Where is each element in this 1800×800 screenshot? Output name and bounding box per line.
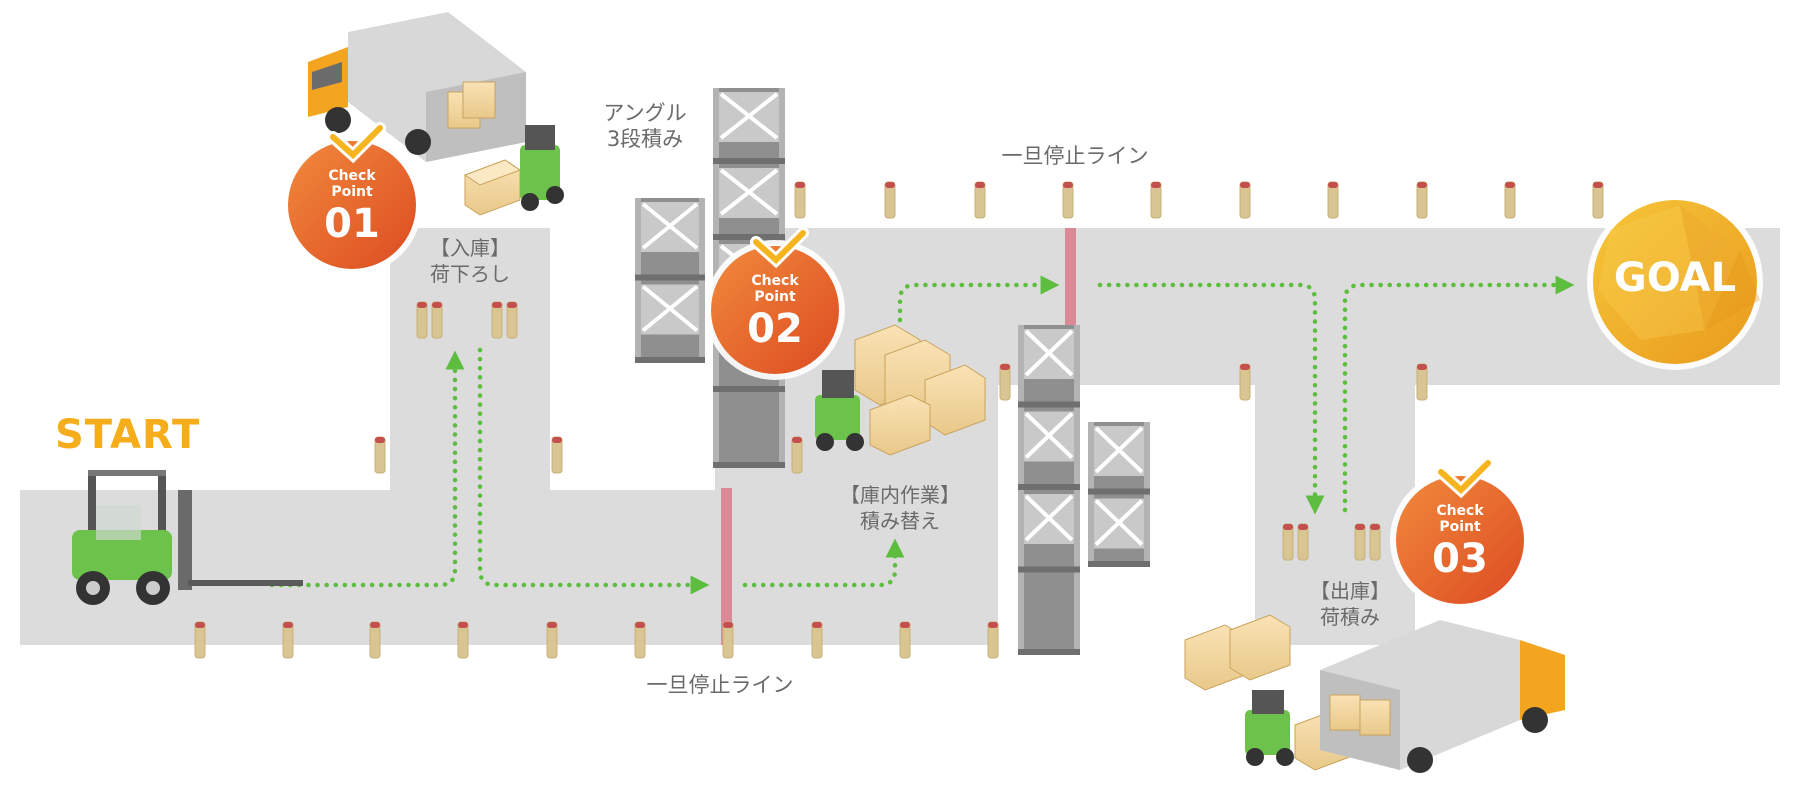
bollard <box>987 621 999 659</box>
checkpoint-01: Check Point 01 <box>292 168 412 246</box>
stop-line-top-label: 一旦停止ライン <box>1001 144 1149 168</box>
storage-rack <box>1018 325 1080 655</box>
bollard <box>974 181 986 219</box>
checkpoint-03: Check Point 03 <box>1400 503 1520 581</box>
checkpoint-badge-02 <box>705 227 845 380</box>
route-arrow-unload <box>477 347 710 595</box>
checkpoint-check-label: Check <box>1436 503 1484 519</box>
angle-label-line1: アングル <box>603 101 687 125</box>
bollard <box>1416 181 1428 219</box>
receiving-label-line2: 荷下ろし <box>430 262 510 286</box>
checkpoint-badge-01 <box>282 122 422 275</box>
checkpoint-point-label: Point <box>331 184 373 200</box>
forklift-start <box>72 470 303 605</box>
truck-receiving <box>308 12 526 162</box>
angle-label-line2: 3段積み <box>606 127 684 151</box>
checkpoint-number: 02 <box>747 306 803 352</box>
stop-line-bottom <box>721 488 732 645</box>
bollard <box>1062 181 1074 219</box>
receiving-label-line1: 【入庫】 <box>430 236 510 260</box>
bollard <box>1416 363 1428 401</box>
goal-label: GOAL <box>1613 255 1737 301</box>
goal-badge <box>1587 194 1763 370</box>
bollard <box>811 621 823 659</box>
stop-line-top <box>1065 228 1076 388</box>
bollard <box>374 436 386 474</box>
bollard <box>1592 181 1604 219</box>
inhouse-label: 【庫内作業】 積み替え <box>820 482 980 534</box>
storage-rack <box>635 198 705 363</box>
shipping-label-line1: 【出庫】 <box>1310 579 1390 603</box>
bollard <box>791 436 803 474</box>
bollard <box>1239 363 1251 401</box>
bollard <box>634 621 646 659</box>
route-arrow-inhouse <box>742 538 905 588</box>
pallet-stack-inhouse <box>854 324 986 456</box>
bollard <box>369 621 381 659</box>
route-arrow-to-shipping <box>1097 282 1325 515</box>
bollard <box>1239 181 1251 219</box>
route-arrow-to-goal <box>1342 275 1575 513</box>
bollard <box>1504 181 1516 219</box>
shipping-label-line2: 荷積み <box>1320 605 1380 629</box>
bollard <box>1282 523 1294 561</box>
bollard <box>431 301 443 339</box>
storage-rack <box>1088 422 1150 567</box>
checkpoint-point-label: Point <box>1439 519 1481 535</box>
route-arrow-transfer <box>897 275 1060 323</box>
checkpoint-check-label: Check <box>751 273 799 289</box>
bollard <box>1369 523 1381 561</box>
checkpoint-check-label: Check <box>328 168 376 184</box>
bollard <box>457 621 469 659</box>
shipping-label: 【出庫】 荷積み <box>1290 578 1410 630</box>
forklift-inhouse <box>815 370 864 451</box>
bollard <box>722 621 734 659</box>
route-arrows <box>269 275 1575 595</box>
forklift-receiving <box>463 125 564 216</box>
bollard <box>506 301 518 339</box>
bollard <box>551 436 563 474</box>
bollard <box>194 621 206 659</box>
checkpoint-badge-03 <box>1390 457 1530 610</box>
bollard <box>884 181 896 219</box>
inhouse-label-line1: 【庫内作業】 <box>840 483 960 507</box>
bollard <box>1297 523 1309 561</box>
checkpoint-02: Check Point 02 <box>715 273 835 351</box>
bollard <box>491 301 503 339</box>
checkpoint-number: 01 <box>324 201 380 247</box>
truck-shipping <box>1320 620 1565 773</box>
checkpoint-point-label: Point <box>754 289 796 305</box>
pallet-stack-shipping <box>1184 614 1291 691</box>
bollard <box>416 301 428 339</box>
bollard <box>999 363 1011 401</box>
inhouse-label-line2: 積み替え <box>860 509 940 533</box>
bollard <box>899 621 911 659</box>
bollard <box>282 621 294 659</box>
angle-label: アングル 3段積み <box>590 100 700 152</box>
receiving-label: 【入庫】 荷下ろし <box>410 235 530 287</box>
start-label: START <box>55 412 201 458</box>
bollard <box>546 621 558 659</box>
route-arrow-start <box>269 350 465 588</box>
checkpoint-number: 03 <box>1432 536 1488 582</box>
stop-line-bottom-label: 一旦停止ライン <box>646 673 794 697</box>
bollard <box>1327 181 1339 219</box>
bollard <box>1354 523 1366 561</box>
bollard <box>1150 181 1162 219</box>
bollard <box>794 181 806 219</box>
